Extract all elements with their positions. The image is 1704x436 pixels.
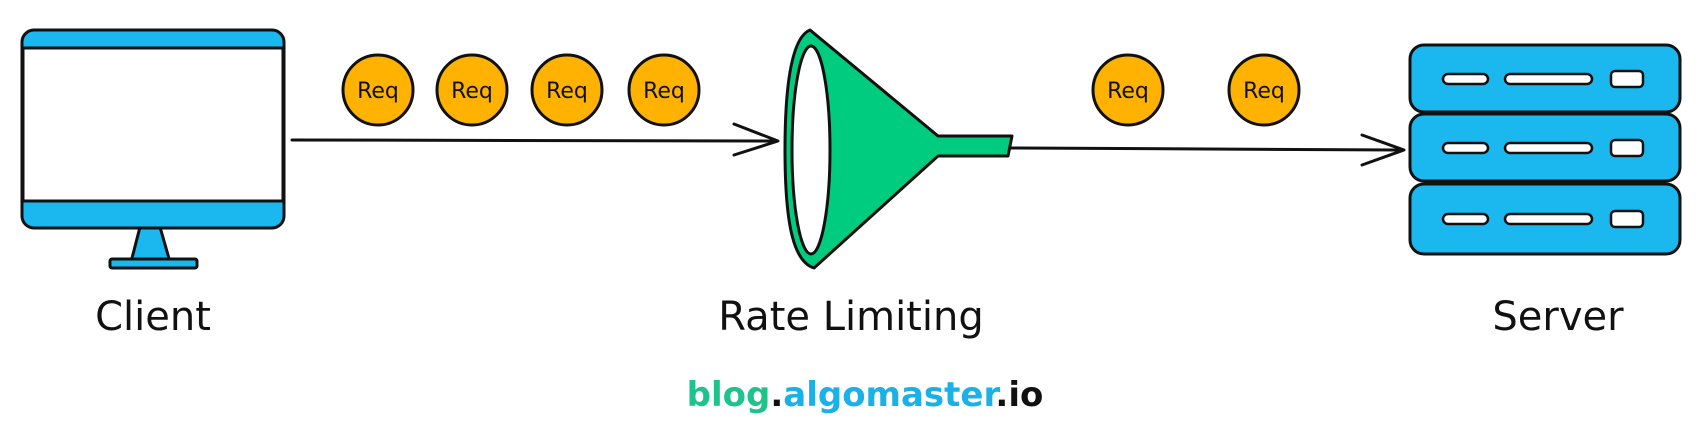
request-token: Req [341,53,415,127]
request-token-label: Req [643,79,685,104]
request-token-label: Req [546,79,588,104]
watermark-algomaster: algomaster [783,375,1000,415]
watermark: blog.algomaster.io [687,375,1044,415]
request-token: Req [627,53,701,127]
request-token: Req [1091,53,1165,127]
client-to-ratelimiter-arrow [290,122,780,157]
monitor-icon [20,28,286,270]
client-label: Client [95,294,211,340]
request-token: Req [1227,53,1301,127]
request-token-label: Req [1243,79,1285,104]
request-token-label: Req [357,79,399,104]
request-token-label: Req [451,79,493,104]
watermark-blog: blog [687,375,771,415]
request-token: Req [435,53,509,127]
watermark-dot: . [995,375,1008,415]
server-rack-icon [1408,43,1682,256]
request-token-label: Req [1107,79,1149,104]
server-label: Server [1492,294,1624,340]
watermark-io: io [1008,375,1043,415]
watermark-dot: . [770,375,783,415]
ratelimiter-to-server-arrow [1008,133,1406,167]
rate-limiting-label: Rate Limiting [718,294,983,340]
funnel-icon [783,28,1014,270]
request-token: Req [530,53,604,127]
